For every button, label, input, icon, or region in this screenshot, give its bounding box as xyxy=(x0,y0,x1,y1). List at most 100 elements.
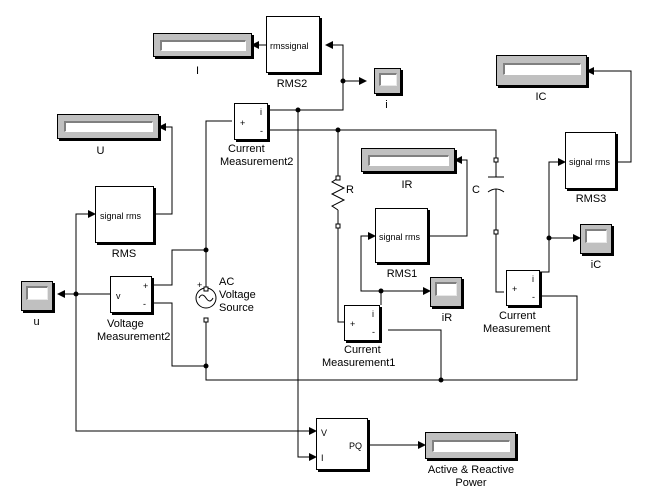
display-active-reactive-power[interactable] xyxy=(425,432,516,459)
wire-ac-to-cm2 xyxy=(205,120,232,289)
display-i[interactable] xyxy=(153,33,252,57)
scope-ic-label: iC xyxy=(590,259,602,271)
vm2-port-plus: + xyxy=(143,281,149,291)
line-cm1-to-rms1 xyxy=(360,232,382,305)
line-vm2-to-pq-v xyxy=(75,294,317,435)
resistor-zigzag xyxy=(330,177,346,211)
display-power-label: Active & Reactive Power xyxy=(418,464,524,490)
scope-i[interactable] xyxy=(374,68,401,94)
rms3-inner-label: signal rms xyxy=(569,157,611,167)
cm-label-line1: Current xyxy=(499,310,536,322)
wire-resistor-to-cm1 xyxy=(337,210,344,323)
vm2-label: Voltage Measurement2 xyxy=(97,318,177,344)
cm2-label-line2: Measurement2 xyxy=(220,156,294,168)
rms2-inner-label: rmssignal xyxy=(270,41,309,51)
terminal xyxy=(203,317,209,323)
wire-return-cm xyxy=(205,295,578,381)
junction-dot xyxy=(438,377,444,383)
display-power-label-line2: Power xyxy=(455,477,487,489)
cm1-label: Current Measurement1 xyxy=(322,344,408,370)
ac-source-label: AC Voltage Source xyxy=(219,276,269,315)
voltage-measurement2-block[interactable]: v + - xyxy=(110,276,152,313)
display-ic-label: IC xyxy=(535,91,547,103)
wire-cm2-to-branches xyxy=(268,129,497,160)
cm2-label: Current Measurement2 xyxy=(220,143,300,169)
display-screen xyxy=(503,63,581,75)
cm1-port-i: i xyxy=(372,309,374,319)
pq-port-v: V xyxy=(321,428,328,438)
cm-port-plus: + xyxy=(512,284,518,294)
junction-dot xyxy=(378,288,384,294)
line-cm-to-rms3 xyxy=(528,158,566,273)
rms2-block[interactable]: rmssignal xyxy=(266,16,320,73)
rms1-inner-label: signal rms xyxy=(379,232,421,242)
junction-dot xyxy=(203,363,209,369)
line-rms1-to-display-ir xyxy=(428,156,468,237)
capacitor-label: C xyxy=(472,184,480,196)
junction-dot xyxy=(335,127,341,133)
wire-cap-bottom xyxy=(495,190,504,293)
rms-block[interactable]: signal rms xyxy=(95,186,154,243)
display-screen xyxy=(368,155,449,166)
terminal xyxy=(493,157,499,163)
display-screen xyxy=(432,440,510,452)
rms2-label: RMS2 xyxy=(276,78,308,90)
scope-screen xyxy=(379,73,397,86)
display-screen xyxy=(64,121,153,132)
scope-i-label: i xyxy=(385,99,388,111)
ac-port-plus: + xyxy=(197,280,203,290)
wire-return-cm1 xyxy=(388,329,442,380)
wire-vm2-plus xyxy=(152,249,206,286)
vm2-port-minus: - xyxy=(143,299,146,309)
current-measurement-block[interactable]: i + - xyxy=(506,270,540,306)
display-u[interactable] xyxy=(57,114,159,139)
display-ic[interactable] xyxy=(496,55,587,86)
rms3-label: RMS3 xyxy=(575,193,607,205)
vm2-port-v: v xyxy=(116,291,121,301)
line-cm2-to-rms2 xyxy=(268,41,344,111)
scope-ir-label: iR xyxy=(441,312,453,324)
vm2-label-line2: Measurement2 xyxy=(97,331,171,343)
terminal xyxy=(335,175,341,181)
cm2-label-line1: Current xyxy=(228,143,265,155)
ac-label-line1: AC xyxy=(219,276,235,288)
rms3-block[interactable]: signal rms xyxy=(565,132,616,189)
cm-port-i: i xyxy=(532,274,534,284)
display-ir[interactable] xyxy=(361,148,455,172)
cm2-port-minus: - xyxy=(260,126,263,136)
pq-block[interactable]: V I PQ xyxy=(316,418,368,470)
scope-screen xyxy=(435,282,457,296)
current-measurement1-block[interactable]: i + - xyxy=(344,305,380,341)
cm-label-line2: Measurement xyxy=(483,323,551,335)
cm1-port-plus: + xyxy=(350,319,356,329)
rms1-block[interactable]: signal rms xyxy=(375,208,428,263)
cm1-label-line1: Current xyxy=(344,344,381,356)
display-ir-label: IR xyxy=(401,179,413,191)
resistor-label: R xyxy=(346,184,354,196)
cm2-port-i: i xyxy=(260,107,262,117)
rms1-label: RMS1 xyxy=(386,268,418,280)
scope-u-label: u xyxy=(33,316,40,328)
scope-u[interactable] xyxy=(21,281,53,311)
display-i-label: I xyxy=(195,65,200,77)
terminal xyxy=(335,223,341,229)
junction-dot xyxy=(340,78,346,84)
junction-dot xyxy=(73,291,79,297)
vm2-label-line1: Voltage xyxy=(107,318,144,330)
display-power-label-line1: Active & Reactive xyxy=(427,464,515,476)
scope-ic[interactable] xyxy=(580,224,612,254)
ac-label-line3: Source xyxy=(219,302,254,314)
pq-port-out: PQ xyxy=(349,441,363,451)
display-u-label: U xyxy=(96,145,105,157)
cm1-label-line2: Measurement1 xyxy=(322,357,396,369)
current-measurement2-block[interactable]: i + - xyxy=(234,103,268,140)
cm1-port-minus: - xyxy=(372,327,375,337)
ac-sine-icon xyxy=(198,294,214,302)
junction-dot xyxy=(203,247,209,253)
cm-label: Current Measurement xyxy=(483,310,563,336)
rms-inner-label: signal rms xyxy=(100,211,142,221)
cm-port-minus: - xyxy=(532,292,535,302)
scope-ir[interactable] xyxy=(430,277,462,307)
